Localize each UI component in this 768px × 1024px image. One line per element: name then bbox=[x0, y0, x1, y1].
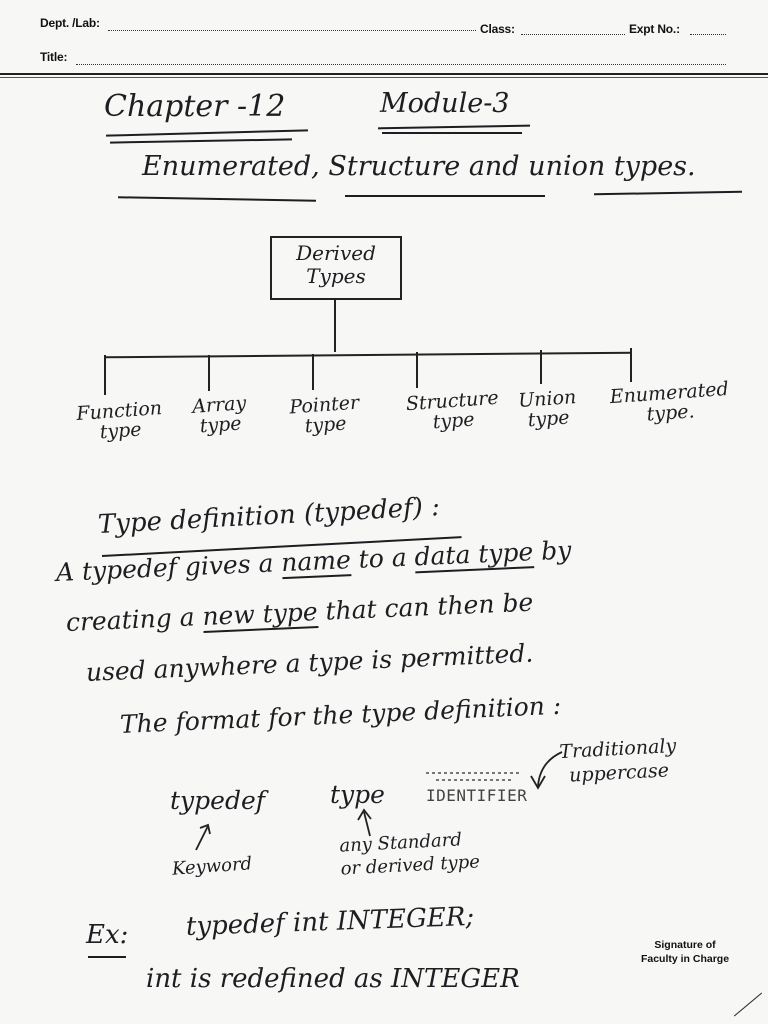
tree-branch-structure bbox=[416, 352, 418, 388]
arrow-keyword-head bbox=[199, 823, 211, 835]
chapter-heading: Chapter -12 bbox=[104, 89, 286, 124]
erased-text-mark bbox=[436, 779, 512, 781]
tree-branch-pointer bbox=[312, 354, 314, 390]
arrow-identifier-head bbox=[530, 775, 546, 790]
syntax-keyword: typedef bbox=[170, 786, 266, 815]
tree-branch-function bbox=[104, 355, 106, 395]
dept-lab-label: Dept. /Lab: bbox=[40, 16, 100, 30]
arrow-identifier bbox=[537, 751, 563, 787]
form-header: Dept. /Lab: Class: Expt No.: Title: bbox=[0, 0, 768, 78]
module-heading: Module-3 bbox=[380, 88, 510, 119]
arrow-type bbox=[363, 811, 371, 837]
tree-root-box: Derived Types bbox=[270, 236, 402, 300]
note-type: any Standard or derived type bbox=[338, 829, 481, 880]
syntax-type: type bbox=[330, 780, 385, 809]
erased-text-mark bbox=[426, 772, 522, 774]
expt-no-label: Expt No.: bbox=[629, 22, 680, 36]
title-label: Title: bbox=[40, 50, 68, 64]
class-field bbox=[521, 34, 625, 35]
example-label-underline bbox=[88, 956, 126, 958]
dept-lab-field bbox=[108, 30, 476, 31]
example-note: int is redefined as INTEGER bbox=[146, 964, 520, 994]
arrow-type-head bbox=[357, 808, 372, 821]
header-divider-thin bbox=[0, 77, 768, 78]
class-label: Class: bbox=[480, 22, 515, 36]
header-divider bbox=[0, 73, 768, 75]
signature-label: Signature of Faculty in Charge bbox=[640, 939, 730, 966]
arrow-keyword bbox=[195, 825, 209, 851]
tree-branch-array bbox=[208, 355, 210, 391]
tree-root-connector bbox=[334, 300, 336, 352]
syntax-identifier: IDENTIFIER bbox=[426, 786, 528, 805]
module-underline-2 bbox=[382, 132, 522, 134]
topic-heading: Enumerated, Structure and union types. bbox=[142, 151, 696, 182]
example-label: Ex: bbox=[86, 920, 129, 950]
tree-branch-union bbox=[540, 350, 542, 384]
title-field bbox=[76, 64, 726, 65]
topic-underline-2 bbox=[345, 195, 545, 197]
expt-no-field bbox=[690, 34, 726, 35]
tree-branch-enumerated bbox=[630, 348, 632, 382]
